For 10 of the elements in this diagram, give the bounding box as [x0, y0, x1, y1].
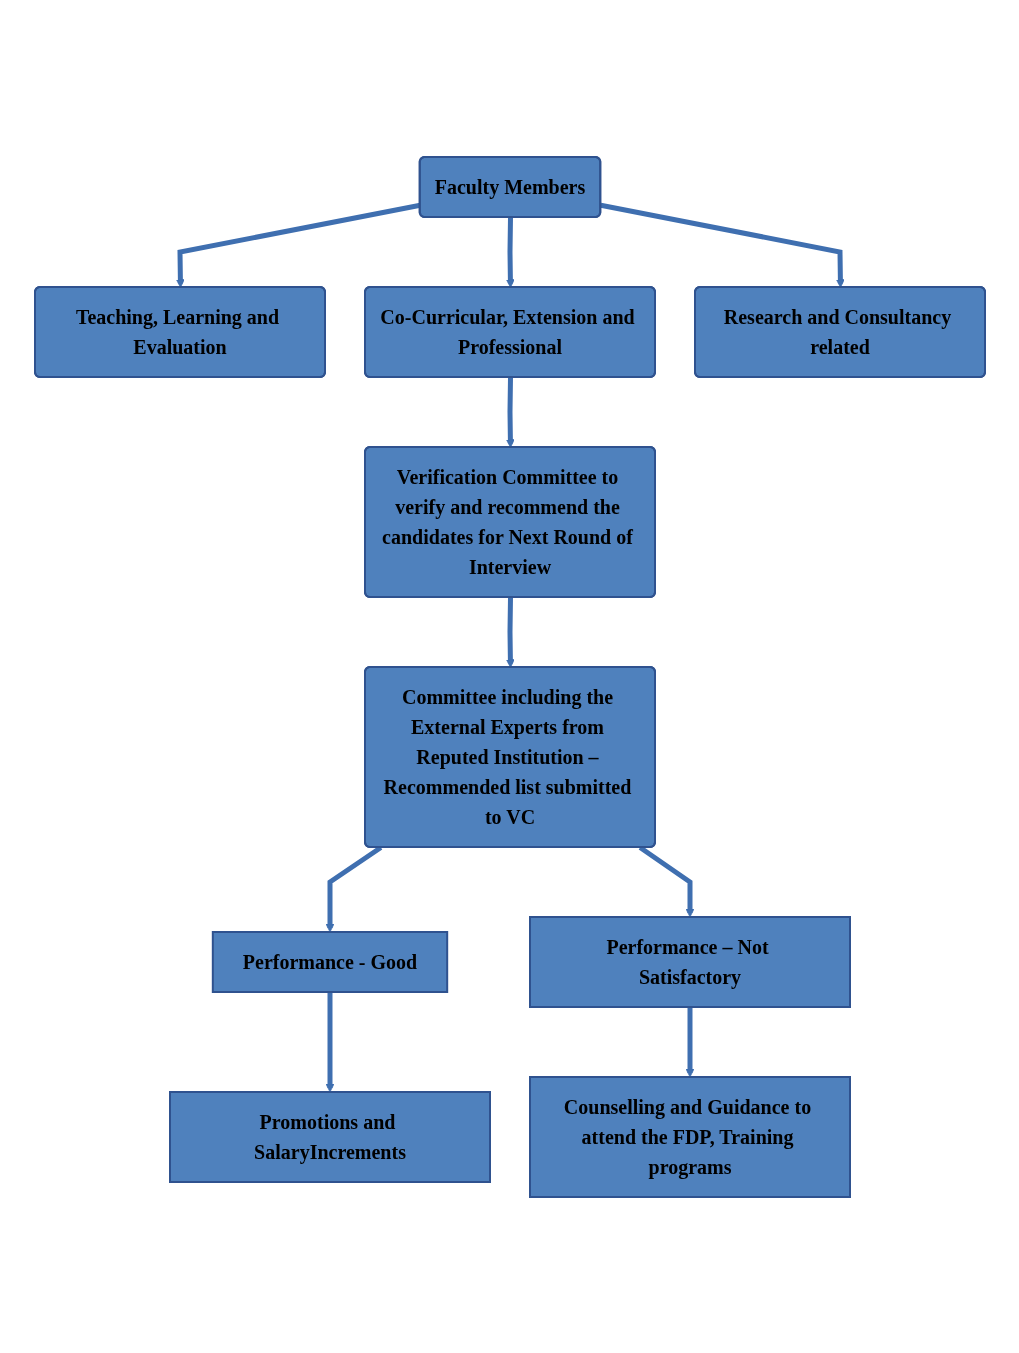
arrow	[599, 202, 845, 288]
arrow	[505, 376, 515, 448]
node-box: Counselling and Guidance to attend the FDP, Training programs	[528, 1075, 851, 1198]
arrow	[505, 596, 515, 668]
arrow	[325, 991, 334, 1092]
node-box: Performance – Not Satisfactory	[528, 915, 851, 1008]
arrow	[505, 216, 515, 288]
arrow	[685, 1006, 694, 1077]
node-box: Performance - Good	[211, 930, 448, 993]
node-box: Promotions and SalaryIncrements	[168, 1090, 491, 1183]
